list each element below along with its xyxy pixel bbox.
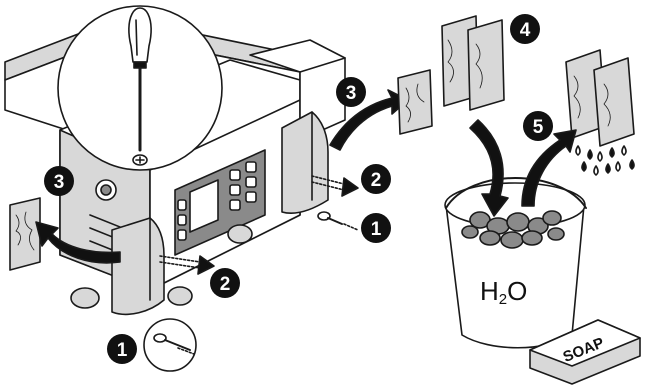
bucket-label-sub: 2 [499, 291, 507, 308]
step-badge-3-left: 3 [44, 166, 74, 196]
phillips-screw-icon [133, 155, 147, 165]
step-badge-2-right: 2 [361, 164, 391, 194]
step-number: 3 [54, 172, 65, 193]
step-number: 5 [533, 117, 544, 138]
left-cover [112, 218, 164, 314]
filter-pair-4 [442, 16, 504, 110]
step-number: 2 [220, 274, 231, 295]
step-badge-4: 4 [510, 14, 540, 44]
step-badge-1-bottom: 1 [107, 334, 137, 364]
screw-callout [144, 319, 196, 371]
bucket-label-o: O [507, 276, 527, 306]
step-number: 2 [371, 170, 382, 191]
screwdriver-callout [58, 6, 222, 170]
step-number: 3 [346, 83, 357, 104]
water-drops [576, 146, 634, 175]
step-number: 4 [520, 20, 531, 41]
step-badge-2-left: 2 [210, 268, 240, 298]
bucket: H2O [445, 178, 586, 348]
step-badge-1-right: 1 [361, 213, 391, 243]
step-badge-5: 5 [523, 111, 553, 141]
right-cover [282, 112, 328, 213]
step-number: 1 [371, 219, 382, 240]
step-badge-3-right: 3 [336, 77, 366, 107]
bucket-label-h: H [480, 276, 499, 306]
step-number: 1 [117, 340, 128, 361]
left-filter [10, 198, 40, 270]
screw-right [318, 212, 358, 230]
filter-right-3 [398, 70, 432, 134]
